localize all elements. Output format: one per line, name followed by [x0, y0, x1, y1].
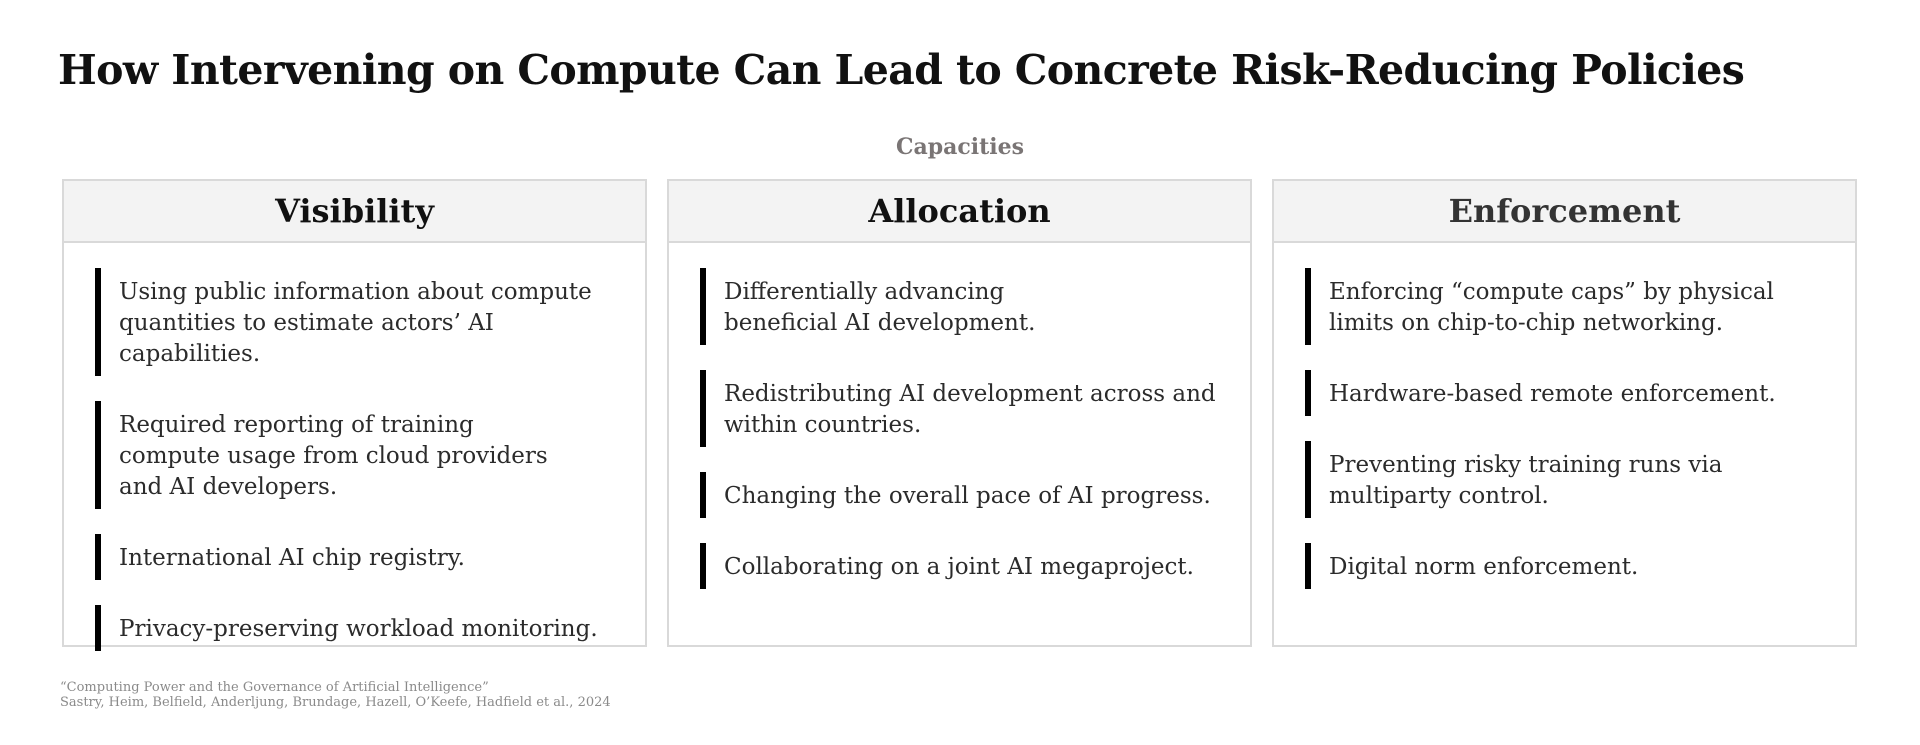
citation-title: “Computing Power and the Governance of A… [60, 680, 489, 695]
item-text: Changing the overall pace of AI progress… [724, 483, 1211, 509]
card-heading: Allocation [669, 181, 1250, 243]
list-item: Required reporting of training compute u… [95, 401, 559, 509]
list-item: Preventing risky training runs via multi… [1305, 441, 1729, 518]
bullet-bar [700, 543, 706, 589]
bullet-bar [1305, 268, 1311, 345]
list-item: Collaborating on a joint AI megaproject. [700, 543, 1244, 589]
list-item: Changing the overall pace of AI progress… [700, 472, 1244, 518]
visibility-card: Visibility Using public information abou… [62, 179, 647, 651]
enforcement-card: Enforcement Enforcing “compute caps” by … [1272, 179, 1857, 647]
bullet-bar [1305, 441, 1311, 518]
item-text: Privacy-preserving workload monitoring. [119, 616, 598, 642]
list-item: Using public information about compute q… [95, 268, 629, 376]
section-label: Capacities [895, 134, 1025, 160]
list-item: Digital norm enforcement. [1305, 543, 1849, 589]
list-item: International AI chip registry. [95, 534, 629, 580]
bullet-bar [95, 401, 101, 509]
bullet-bar [95, 605, 101, 651]
bullet-bar [95, 268, 101, 376]
item-text: Hardware-based remote enforcement. [1329, 381, 1776, 407]
bullet-bar [700, 268, 706, 345]
item-text: Enforcing “compute caps” by physical lim… [1329, 279, 1774, 336]
list-item: Differentially advancing beneficial AI d… [700, 268, 1124, 345]
item-list: Enforcing “compute caps” by physical lim… [1274, 243, 1855, 589]
bullet-bar [1305, 543, 1311, 589]
item-text: Redistributing AI development across and… [724, 381, 1216, 438]
item-text: Required reporting of training compute u… [119, 412, 548, 500]
bullet-bar [700, 370, 706, 447]
page-title: How Intervening on Compute Can Lead to C… [58, 46, 1745, 94]
citation: “Computing Power and the Governance of A… [60, 680, 611, 710]
item-list: Using public information about compute q… [64, 243, 645, 651]
item-text: Digital norm enforcement. [1329, 554, 1639, 580]
list-item: Hardware-based remote enforcement. [1305, 370, 1849, 416]
item-text: Collaborating on a joint AI megaproject. [724, 554, 1194, 580]
item-text: International AI chip registry. [119, 545, 465, 571]
card-heading: Enforcement [1274, 181, 1855, 243]
item-text: Using public information about compute q… [119, 279, 592, 367]
card-heading: Visibility [64, 181, 645, 243]
bullet-bar [700, 472, 706, 518]
list-item: Redistributing AI development across and… [700, 370, 1229, 447]
citation-authors: Sastry, Heim, Belfield, Anderljung, Brun… [60, 695, 611, 710]
item-text: Differentially advancing beneficial AI d… [724, 279, 1036, 336]
list-item: Privacy-preserving workload monitoring. [95, 605, 629, 651]
bullet-bar [95, 534, 101, 580]
item-list: Differentially advancing beneficial AI d… [669, 243, 1250, 589]
list-item: Enforcing “compute caps” by physical lim… [1305, 268, 1839, 345]
allocation-card: Allocation Differentially advancing bene… [667, 179, 1252, 647]
bullet-bar [1305, 370, 1311, 416]
item-text: Preventing risky training runs via multi… [1329, 452, 1723, 509]
